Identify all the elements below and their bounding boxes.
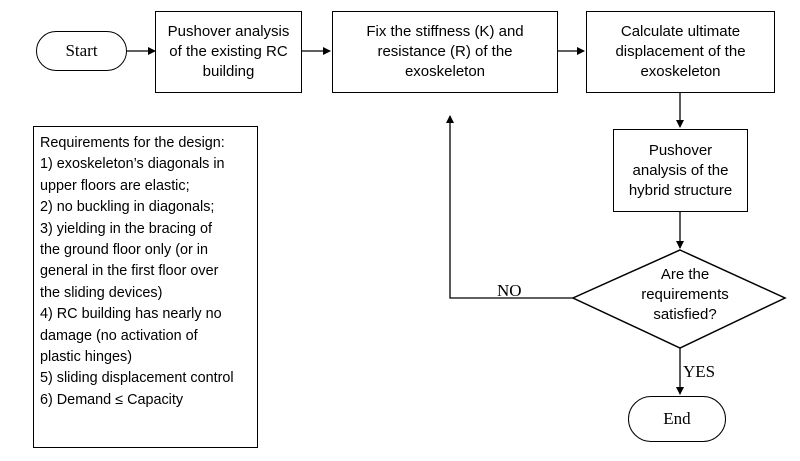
- requirement-line: 1) exoskeleton’s diagonals in: [40, 156, 225, 173]
- fix-stiffness-box: Fix the stiffness (K) and resistance (R)…: [332, 11, 558, 93]
- end-node: End: [628, 396, 726, 442]
- end-label: End: [663, 409, 691, 428]
- decision-question: Are the requirements satisfied?: [610, 265, 760, 325]
- fix-stiffness-line-3: exoskeleton: [404, 63, 486, 80]
- arrow-decision-no-loop: [446, 115, 573, 299]
- pushover-hybrid-box: Pushover analysis of the hybrid structur…: [613, 129, 748, 212]
- requirement-line: 6) Demand ≤ Capacity: [40, 391, 184, 408]
- pushover-existing-line-2: of the existing RC: [169, 43, 288, 60]
- calculate-displacement-line-1: Calculate ultimate: [620, 23, 741, 40]
- start-label: Start: [65, 41, 98, 60]
- pushover-existing-line-3: building: [202, 63, 255, 80]
- pushover-hybrid-line-3: hybrid structure: [628, 181, 733, 199]
- calculate-displacement-line-3: exoskeleton: [640, 63, 721, 80]
- pushover-existing-line-1: Pushover analysis: [167, 23, 290, 40]
- requirement-line: general in the first floor over: [40, 263, 219, 280]
- requirement-line: plastic hinges): [40, 349, 132, 366]
- decision-line-1: Are the: [660, 266, 710, 283]
- requirement-line: 5) sliding displacement control: [40, 370, 234, 387]
- requirements-box: Requirements for the design: 1) exoskele…: [33, 126, 258, 448]
- start-node: Start: [36, 31, 127, 71]
- calculate-displacement-line-2: displacement of the: [615, 43, 746, 60]
- fix-stiffness-line-1: Fix the stiffness (K) and: [366, 23, 524, 40]
- yes-label: YES: [683, 362, 716, 381]
- requirement-line: the sliding devices): [40, 284, 163, 301]
- requirement-line: the ground floor only (or in: [40, 242, 208, 259]
- pushover-existing-box: Pushover analysis of the existing RC bui…: [155, 11, 302, 93]
- requirements-title: Requirements for the design:: [40, 135, 225, 151]
- requirement-line: upper floors are elastic;: [40, 177, 190, 194]
- pushover-hybrid-line-1: Pushover: [648, 141, 713, 159]
- fix-stiffness-line-2: resistance (R) of the: [377, 43, 513, 60]
- requirement-line: 3) yielding in the bracing of: [40, 220, 212, 237]
- requirement-line: 4) RC building has nearly no: [40, 306, 222, 323]
- pushover-hybrid-line-2: analysis of the: [632, 161, 729, 179]
- requirement-line: damage (no activation of: [40, 327, 198, 344]
- decision-line-3: satisfied?: [653, 306, 717, 323]
- calculate-displacement-box: Calculate ultimate displacement of the e…: [586, 11, 775, 93]
- no-label: NO: [497, 281, 522, 300]
- decision-line-2: requirements: [641, 286, 729, 303]
- requirement-line: 2) no buckling in diagonals;: [40, 199, 215, 216]
